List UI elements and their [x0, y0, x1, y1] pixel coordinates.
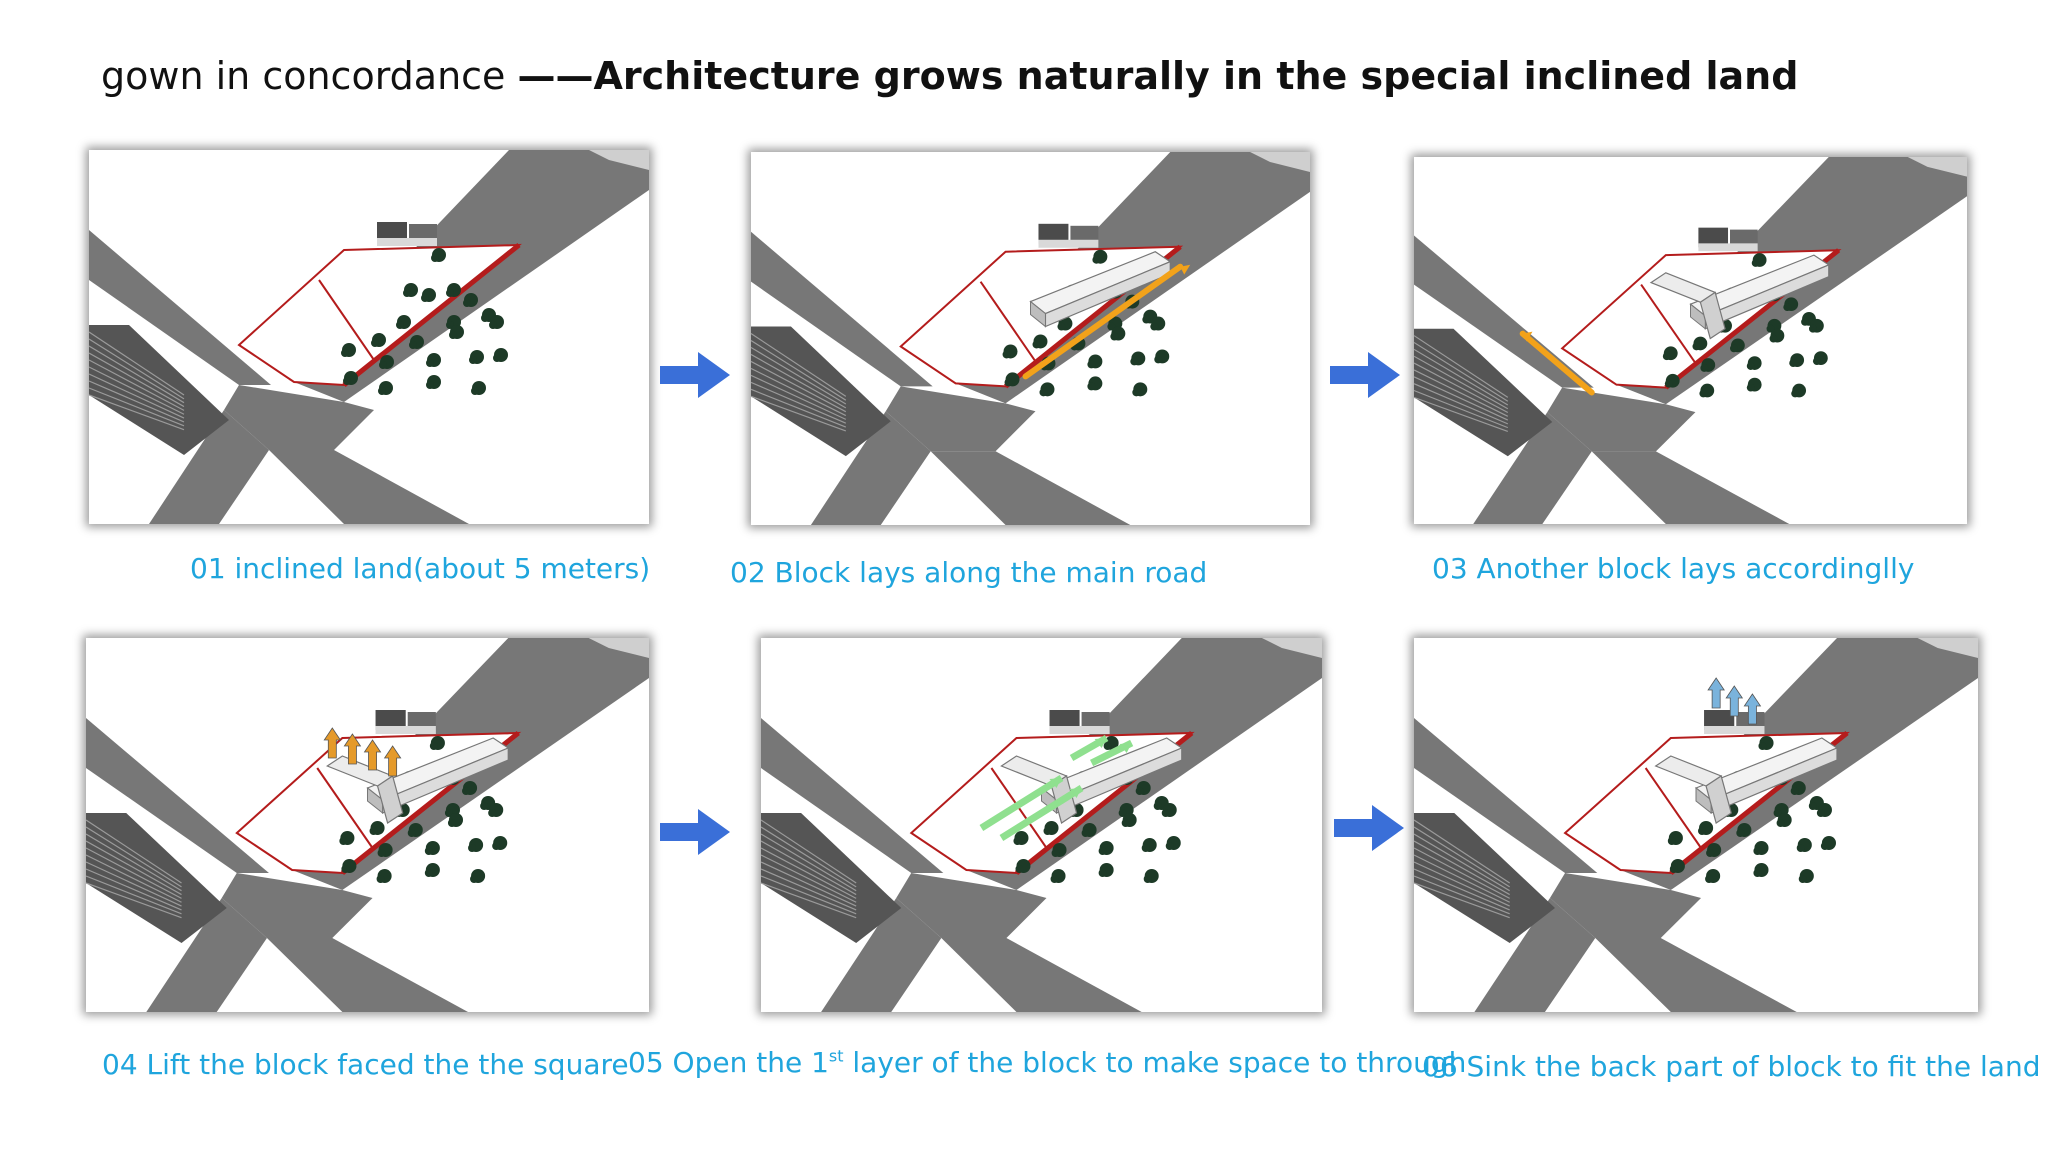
site-diagram [751, 152, 1310, 525]
title-prefix: gown in concordance [101, 54, 518, 98]
existing-houses [1698, 227, 1758, 252]
step-1-caption: 01 inclined land(about 5 meters) [190, 552, 651, 585]
right-arrow-icon [660, 809, 730, 855]
terrace-steps [86, 813, 227, 943]
page-title: gown in concordance ——Architecture grows… [101, 54, 1798, 98]
site-diagram [86, 638, 649, 1012]
terrace-steps [751, 326, 891, 457]
title-emphasis: ——Architecture grows naturally in the sp… [517, 54, 1799, 98]
step-3-caption: 03 Another block lays accordinglly [1432, 552, 1915, 585]
existing-houses [1049, 710, 1110, 734]
trees [341, 248, 508, 395]
step-2-caption: 02 Block lays along the main road [730, 556, 1208, 589]
diagram-step-4 [86, 638, 649, 1012]
right-arrow-icon [660, 352, 730, 398]
step-5-caption: 05 Open the 1st layer of the block to ma… [628, 1046, 1466, 1079]
existing-houses [377, 222, 437, 246]
diagram-step-2 [751, 152, 1310, 525]
diagram-step-3 [1414, 157, 1967, 524]
terrace-steps [1414, 813, 1555, 943]
diagram-step-1 [89, 150, 649, 524]
existing-houses [375, 710, 436, 734]
diagram-step-5 [761, 638, 1322, 1012]
right-arrow-icon [1334, 805, 1404, 851]
step-4-caption: 04 Lift the block faced the the square [102, 1048, 629, 1081]
step-5-caption-pre: 05 Open the 1 [628, 1046, 829, 1079]
site-diagram [761, 638, 1322, 1012]
site-diagram [1414, 638, 1978, 1012]
step-6-caption: 06 Sink the back part of block to fit th… [1422, 1050, 2041, 1083]
diagram-step-6 [1414, 638, 1978, 1012]
terrace-steps [1414, 328, 1553, 457]
site-diagram [89, 150, 649, 524]
site-diagram [1414, 157, 1967, 524]
terrace-steps [89, 325, 229, 455]
terrace-steps [761, 813, 902, 943]
step-5-caption-post: layer of the block to make space to thro… [843, 1046, 1467, 1079]
right-arrow-icon [1330, 352, 1400, 398]
existing-houses [1038, 223, 1099, 248]
step-5-caption-sup: st [828, 1046, 844, 1066]
